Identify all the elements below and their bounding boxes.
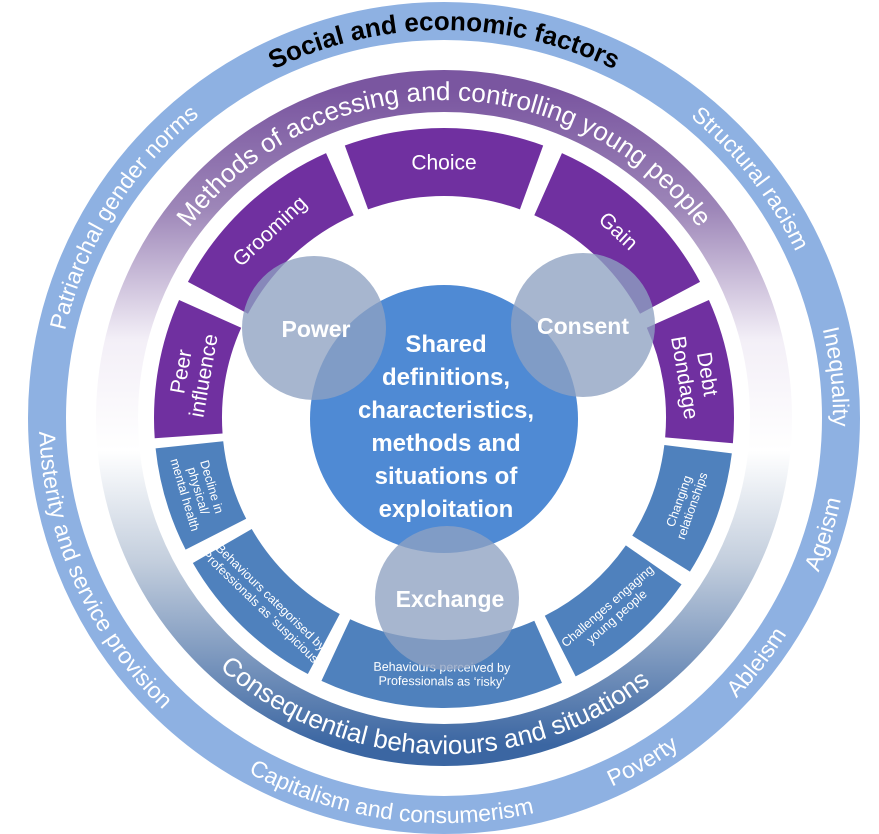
consequence-segment: Decline inphysical/mental health <box>155 441 247 550</box>
method-segment: DebtBondage <box>646 300 734 444</box>
method-segment: Choice <box>344 128 544 210</box>
center-label-line: situations of <box>375 463 519 490</box>
method-segment-shape <box>534 153 701 314</box>
method-segment-shape <box>646 300 734 444</box>
method-segment: Gain <box>534 153 701 314</box>
method-segment-label: Choice <box>411 151 476 174</box>
method-segment: Peerinfluence <box>154 300 242 439</box>
center-label-line: methods and <box>371 430 520 457</box>
center-label: Shared definitions, characteristics, method… <box>358 331 534 523</box>
concept-label: Exchange <box>396 586 505 612</box>
center-label-line: exploitation <box>379 496 514 523</box>
consequence-segment-shape <box>192 529 340 675</box>
concept-circle-consent <box>511 253 655 397</box>
consequence-segment-shape <box>544 545 682 677</box>
consequence-segment: Changingrelationships <box>632 445 732 572</box>
outer-ring-title: Social and economic factors <box>263 6 624 75</box>
method-segment-shape <box>187 153 354 314</box>
core-circles: Shared definitions, characteristics, method… <box>242 253 655 670</box>
consequence-segment-shape <box>632 445 732 572</box>
concept-circle-exchange <box>375 526 519 670</box>
method-segment-shape <box>344 128 544 210</box>
outer-ring-title-text: Social and economic factors <box>263 6 624 75</box>
center-label-line: characteristics, <box>358 397 534 424</box>
concept-circle-power <box>242 256 386 400</box>
label-line: Professionals as ‘risky’ <box>378 674 505 689</box>
outer-ring <box>28 2 860 834</box>
gradient-band <box>96 70 792 766</box>
consequence-segment: Challenges engagingyoung people <box>544 545 682 677</box>
center-label-line: Shared <box>405 331 486 358</box>
concept-label: Power <box>281 316 350 342</box>
label-line: Choice <box>411 151 476 174</box>
concept-label: Consent <box>537 313 629 339</box>
method-segment-shape <box>154 300 242 439</box>
consequence-segment-shape <box>155 441 247 550</box>
center-label-line: definitions, <box>382 364 510 391</box>
